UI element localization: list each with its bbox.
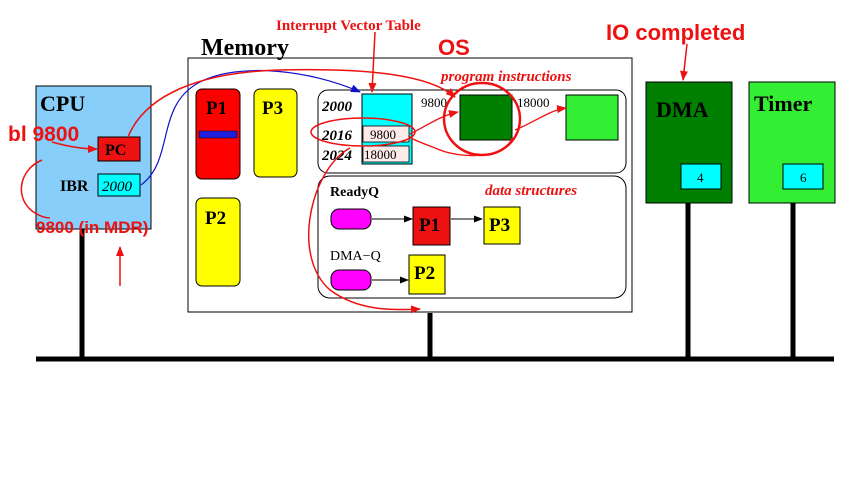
ivt-address-0: 2000 — [321, 99, 353, 115]
bl-9800-caption: bl 9800 — [8, 123, 79, 146]
ibr-label: IBR — [60, 178, 89, 195]
process-p2: P2 — [195, 197, 241, 287]
io-completed-caption: IO completed — [606, 20, 745, 45]
annotation-arrows — [20, 31, 688, 314]
ivt-address-2: 2024 — [321, 148, 353, 164]
p1-progress-marker — [198, 130, 238, 139]
p2-label: P2 — [205, 208, 226, 229]
ivt-address-1: 2016 — [321, 128, 353, 144]
timer-register-value: 6 — [800, 170, 807, 185]
bl-to-pc-arrow — [51, 141, 98, 153]
dma-device: DMA 4 — [645, 81, 733, 204]
p1-label: P1 — [206, 98, 227, 119]
ivt-entry-2-cell — [362, 145, 410, 163]
dma-queue-item-p2-label: P2 — [414, 263, 435, 284]
pc-register — [97, 136, 141, 162]
data-structures-caption: data structures — [485, 183, 577, 199]
ready-queue-label: ReadyQ — [330, 185, 379, 200]
os-caption: OS — [438, 35, 470, 60]
handler-address-9800: 9800 — [421, 95, 447, 110]
ivt-entry-1-cell — [362, 125, 410, 143]
pc-to-handler-arrow — [127, 68, 456, 138]
ivt-entry-2: 18000 — [364, 147, 397, 162]
io-completed-pointer — [680, 43, 688, 81]
handler-loop-arrow — [409, 135, 513, 157]
program-instructions-caption: program instructions — [439, 69, 572, 85]
ready-queue-item-p3-label: P3 — [489, 215, 510, 236]
p3-label: P3 — [262, 98, 283, 119]
timer-register — [782, 163, 824, 190]
system-bus — [36, 203, 834, 362]
timer-title: Timer — [754, 91, 812, 116]
timer-device: Timer 6 — [748, 81, 836, 204]
dma-queue-item-p2 — [408, 254, 446, 295]
handler-address-18000: 18000 — [517, 95, 550, 110]
ready-queue-item-p1-label: P1 — [419, 215, 440, 236]
mdr-curl-arrow — [20, 159, 51, 219]
dma-queue-head — [330, 269, 372, 291]
ivt-entry-1: 9800 — [370, 127, 396, 142]
memory-title: Memory — [201, 35, 289, 61]
handler-to-timer-arrow — [514, 105, 567, 131]
dma-queue-label: DMA−Q — [330, 249, 381, 264]
ivt-label-pointer — [368, 31, 377, 93]
ready-queue-item-p1 — [412, 206, 451, 246]
mdr-caption: 9800 (in MDR) — [36, 218, 148, 237]
ready-queue-head — [330, 208, 372, 230]
dma-register — [680, 163, 722, 190]
os-program-region: 2000 2016 2024 9800 18000 9800 18000 — [317, 89, 627, 174]
pc-label: PC — [105, 142, 126, 159]
process-p1: P1 — [195, 88, 241, 180]
ibr-register — [97, 173, 141, 197]
ibr-value: 2000 — [102, 179, 133, 195]
ivt-caption: Interrupt Vector Table — [276, 18, 421, 34]
memory-box: Memory P1 P3 P2 2000 2016 2024 9800 — [187, 35, 633, 313]
process-p3: P3 — [253, 88, 298, 178]
os-data-region: ReadyQ P1 P3 DMA−Q P2 — [317, 175, 627, 299]
cpu-box: CPU PC IBR 2000 — [35, 85, 152, 230]
entry-to-handler-arrow — [409, 110, 459, 135]
dma-interrupt-handler — [459, 94, 513, 141]
dma-title: DMA — [656, 97, 709, 122]
ready-queue-item-p3 — [483, 206, 521, 245]
handler-to-bus-arrow — [308, 147, 421, 314]
timer-interrupt-handler — [565, 94, 619, 141]
dma-register-value: 4 — [697, 170, 704, 185]
cpu-title: CPU — [40, 91, 85, 116]
